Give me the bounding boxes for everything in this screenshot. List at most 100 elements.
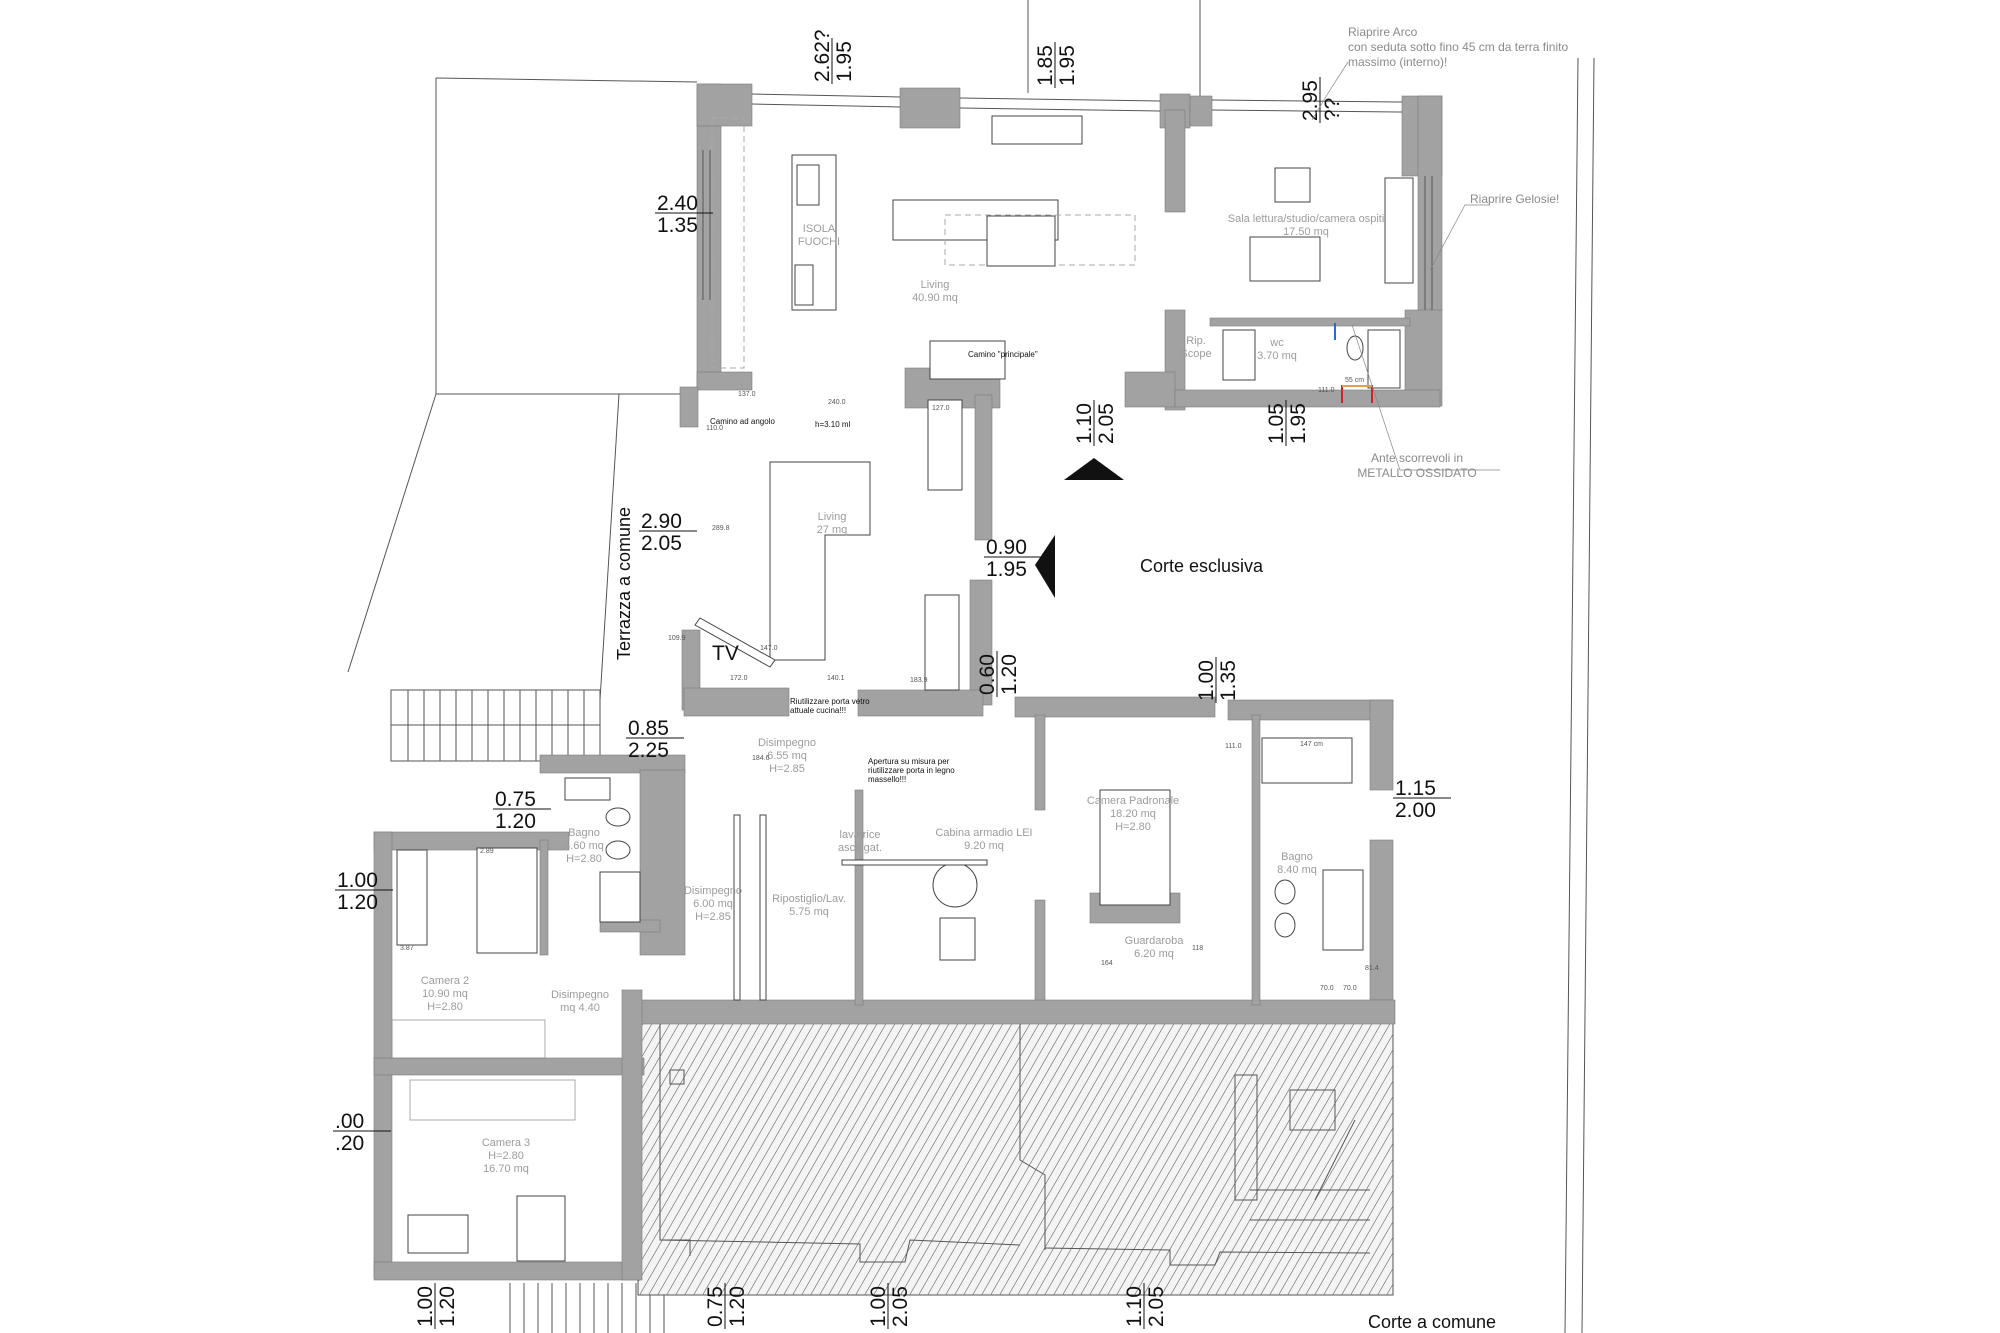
dimension-bottom: 1.95 bbox=[1287, 403, 1310, 444]
kitchen-counter bbox=[769, 461, 871, 661]
hatch-line bbox=[1080, 1013, 1244, 1295]
hatch-line bbox=[1116, 1013, 1280, 1295]
hatch-line bbox=[1017, 1013, 1181, 1295]
measurement-label: 111.0 bbox=[1225, 743, 1242, 750]
hatch-line bbox=[1359, 1236, 1393, 1295]
dimension-label: 2.95?? bbox=[1299, 77, 1344, 123]
dimension-bottom: 2.00 bbox=[1395, 799, 1436, 822]
hatch-line bbox=[675, 1013, 839, 1295]
hatch-line bbox=[1296, 1127, 1393, 1295]
hatch-line bbox=[638, 1013, 749, 1205]
hatch-line bbox=[873, 1013, 1037, 1295]
label-line: 10.90 mq bbox=[422, 988, 468, 1000]
hatch-line bbox=[1179, 1013, 1343, 1295]
corte-esclusiva-label: Corte esclusiva bbox=[1140, 556, 1264, 576]
dimension-bottom: 1.35 bbox=[657, 214, 698, 237]
hatch-line bbox=[927, 1013, 1091, 1295]
label-line: 4.60 mq bbox=[564, 840, 604, 852]
hatch-line bbox=[1197, 1013, 1361, 1295]
walls bbox=[373, 83, 1443, 1281]
hatch-line bbox=[1035, 1013, 1199, 1295]
measurement-label: 2.89 bbox=[480, 848, 494, 855]
hatch-line bbox=[1323, 1173, 1393, 1295]
hatch-line bbox=[981, 1013, 1145, 1295]
desk bbox=[1384, 177, 1414, 284]
hatch-line bbox=[1071, 1013, 1235, 1295]
windows bbox=[702, 93, 1433, 310]
measurement-label: 3.87 bbox=[400, 945, 414, 952]
dimension-top: 2.95 bbox=[1299, 80, 1322, 121]
round-rug bbox=[932, 862, 978, 908]
sofa bbox=[1249, 236, 1321, 282]
hatch-line bbox=[765, 1013, 929, 1295]
dimension-top: 1.00 bbox=[867, 1286, 890, 1327]
measurement-label: 70.0 bbox=[1320, 985, 1334, 992]
hatch-line bbox=[1251, 1048, 1393, 1295]
label-line: Bagno bbox=[1281, 851, 1313, 863]
dimension-label: .00.20 bbox=[333, 1110, 391, 1155]
dimension-top: 1.00 bbox=[414, 1286, 437, 1327]
dimension-label: 1.152.00 bbox=[1393, 777, 1451, 822]
measurement-label: 147 cm bbox=[1300, 741, 1323, 748]
label-line: Riaprire Arco bbox=[1348, 25, 1418, 39]
dimension-bottom: ?? bbox=[1321, 98, 1344, 121]
hatch-line bbox=[945, 1013, 1109, 1295]
hatch-line bbox=[1053, 1013, 1217, 1295]
label-line: Camera 2 bbox=[421, 975, 469, 987]
hatch-line bbox=[936, 1013, 1100, 1295]
dimension-top: 2.40 bbox=[657, 192, 698, 215]
label-line: Cabina armadio LEI bbox=[935, 827, 1032, 839]
hatch-line bbox=[738, 1013, 902, 1295]
dimension-label: 2.62?1.95 bbox=[811, 29, 856, 84]
hatch-line bbox=[792, 1013, 956, 1295]
hatch-line bbox=[1188, 1013, 1352, 1295]
site-lines bbox=[347, 0, 1595, 1333]
dimension-bottom: 1.20 bbox=[337, 891, 378, 914]
hatched-existing-area bbox=[637, 1012, 1394, 1296]
hatch-line bbox=[638, 1013, 776, 1252]
dimension-bottom: 1.20 bbox=[726, 1286, 749, 1327]
hatch-line bbox=[657, 1013, 821, 1295]
dimension-top: 1.00 bbox=[1195, 660, 1218, 701]
dining-table bbox=[986, 215, 1056, 267]
label-line: 17.50 mq bbox=[1283, 226, 1329, 238]
dimension-bottom: 2.05 bbox=[1095, 403, 1118, 444]
hatch-line bbox=[1332, 1189, 1393, 1295]
single-bed bbox=[516, 1195, 566, 1262]
hatch-line bbox=[909, 1013, 1073, 1295]
ripostiglio-scope-label: Rip.Scope bbox=[1180, 335, 1211, 360]
sink-icon bbox=[794, 264, 814, 306]
cooktop-icon bbox=[796, 164, 820, 206]
hatch-line bbox=[954, 1013, 1118, 1295]
ceiling-height-label: h=3.10 ml bbox=[815, 420, 851, 429]
label-line: Ante scorrevoli in bbox=[1371, 451, 1463, 465]
hatch-line bbox=[1107, 1013, 1271, 1295]
measurement-label: 70.0 bbox=[1343, 985, 1357, 992]
label-line: 3.70 mq bbox=[1257, 350, 1297, 362]
desk bbox=[396, 849, 428, 946]
hatch-line bbox=[1341, 1205, 1393, 1295]
entry-arrow-left-icon bbox=[1035, 535, 1055, 598]
label-line: 6.00 mq bbox=[693, 898, 733, 910]
hatch-line bbox=[1242, 1033, 1393, 1295]
label-line: 6.20 mq bbox=[1134, 948, 1174, 960]
hatch-line bbox=[1233, 1017, 1393, 1295]
dimension-top: 0.85 bbox=[628, 717, 669, 740]
measurement-label: 240.0 bbox=[828, 399, 846, 406]
hatch-line bbox=[1008, 1013, 1172, 1295]
dimension-top: 1.10 bbox=[1123, 1286, 1146, 1327]
label-line: METALLO OSSIDATO bbox=[1357, 466, 1476, 480]
